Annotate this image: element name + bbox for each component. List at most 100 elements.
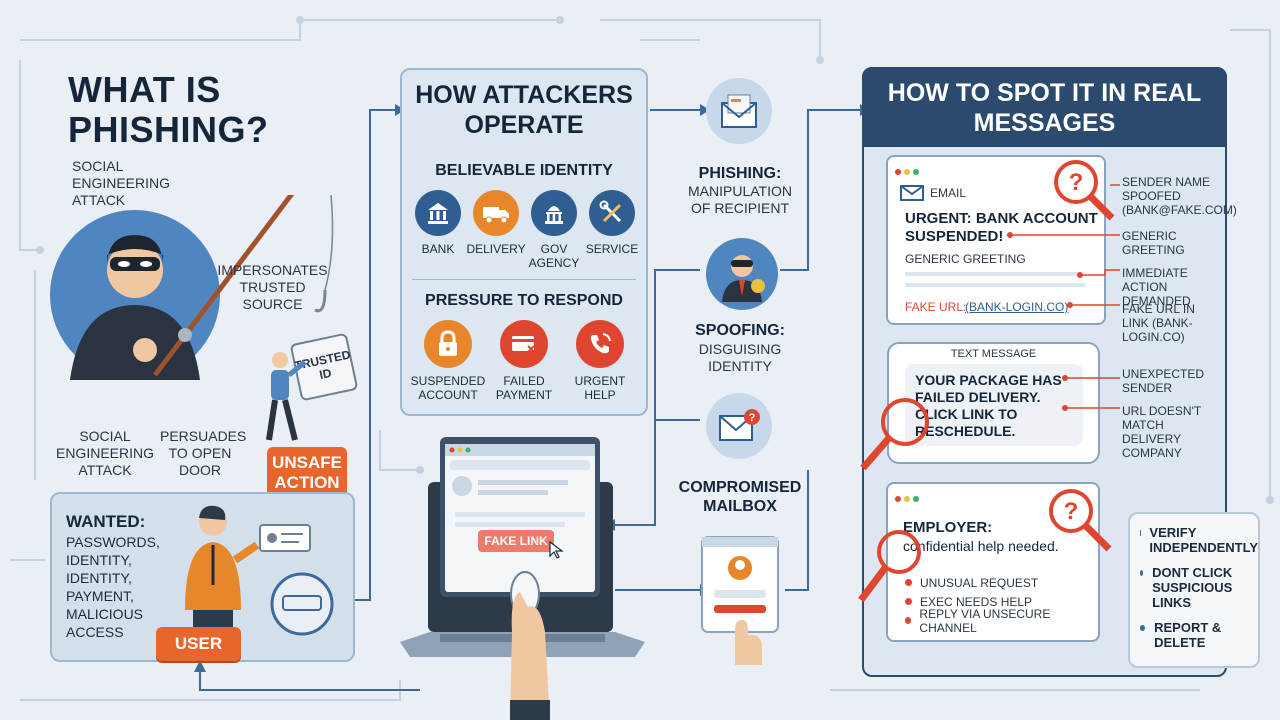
email-annotation-fake-url: FAKE URL IN LINK (BANK-LOGIN.CO)	[1122, 302, 1195, 344]
bullet-dot	[905, 598, 912, 605]
identity-delivery: DELIVERY	[466, 190, 526, 270]
tip-item: DONT CLICK SUSPICIOUS LINKS	[1140, 565, 1258, 610]
attackers-divider	[412, 279, 636, 280]
email-fake-url[interactable]: (BANK-LOGIN.CO)	[965, 300, 1069, 314]
credit-card-x-icon	[500, 320, 548, 368]
pressure-suspended: SUSPENDED ACCOUNT	[410, 320, 486, 402]
employer-text: confidential help needed.	[903, 538, 1059, 554]
bank-label: BANK	[421, 242, 455, 256]
employer-card	[886, 482, 1100, 642]
wrench-screwdriver-icon	[589, 190, 635, 236]
phone-login-illustration	[701, 536, 779, 665]
compromised-envelope-icon: ?	[706, 393, 772, 459]
compromised-label: COMPROMISED MAILBOX	[678, 479, 802, 515]
email-envelope-icon	[900, 185, 924, 201]
suspended-account-label: SUSPENDED ACCOUNT	[410, 374, 486, 402]
identity-bank: BANK	[410, 190, 466, 270]
pressure-icons-row: SUSPENDED ACCOUNT FAILED PAYMENT URGENT …	[410, 320, 636, 402]
failed-payment-label: FAILED PAYMENT	[495, 374, 553, 402]
fake-link-button[interactable]: FAKE LINK	[478, 530, 554, 552]
user-illustration	[185, 505, 334, 638]
employer-window-dots	[895, 489, 922, 507]
email-text-line-1	[905, 272, 1080, 276]
svg-text:?: ?	[749, 412, 756, 424]
bullet-dot	[905, 617, 912, 624]
wanted-title: WANTED:	[66, 512, 146, 531]
magnifier-question-icon-1: ?	[1054, 160, 1115, 221]
cursor-icon	[549, 540, 564, 559]
unsafe-action-badge: UNSAFE ACTION	[267, 447, 347, 499]
victim-figure	[266, 352, 307, 441]
phishing-desc: MANIPULATION OF RECIPIENT	[688, 183, 792, 216]
delivery-label: DELIVERY	[466, 242, 526, 256]
employer-title: EMPLOYER:	[903, 519, 993, 536]
urgent-help-label: URGENT HELP	[574, 374, 626, 402]
tips-list: VERIFY INDEPENDENTLY DONT CLICK SUSPICIO…	[1140, 525, 1258, 650]
persuades-label: PERSUADES TO OPEN DOOR	[160, 428, 247, 478]
employer-item: EXEC NEEDS HELP	[905, 592, 1095, 611]
envelope-letter-icon	[706, 78, 772, 144]
tip-label: DONT CLICK SUSPICIOUS LINKS	[1152, 565, 1233, 610]
identity-service: SERVICE	[584, 190, 640, 270]
sms-bubble	[905, 364, 1083, 446]
tip-label: REPORT & DELETE	[1154, 620, 1222, 650]
employer-item-label: EXEC NEEDS HELP	[920, 594, 1033, 609]
identity-icons-row: BANK DELIVERY GOV AGENCY SERVICE	[410, 190, 640, 270]
delivery-truck-icon	[473, 190, 519, 236]
service-label: SERVICE	[585, 242, 639, 256]
bank-icon	[415, 190, 461, 236]
email-label: EMAIL	[930, 186, 967, 200]
padlock-icon	[424, 320, 472, 368]
email-fake-url-label: FAKE URL:	[905, 300, 967, 314]
pressure-failed: FAILED PAYMENT	[488, 320, 560, 402]
svg-text:?: ?	[1064, 498, 1079, 525]
phone-ringing-icon	[576, 320, 624, 368]
social-engineering-label-top: SOCIAL ENGINEERING ATTACK	[72, 158, 171, 208]
identity-gov: GOV AGENCY	[526, 190, 582, 270]
tip-bullet	[1140, 570, 1144, 576]
social-engineering-label-bottom: SOCIAL ENGINEERING ATTACK	[55, 428, 154, 478]
spot-header	[862, 67, 1227, 147]
tips-panel	[1128, 512, 1260, 668]
magnifier-question-icon-3: ?	[1049, 489, 1112, 552]
email-annotation-sender: SENDER NAME SPOOFED (BANK@FAKE.COM)	[1122, 175, 1237, 217]
page-title: WHAT IS PHISHING?	[68, 69, 269, 150]
email-annotation-immediate: IMMEDIATE ACTION DEMANDED	[1122, 266, 1191, 308]
employer-item-label: UNUSUAL REQUEST	[920, 575, 1039, 590]
sms-annotation-url: URL DOESN'T MATCH DELIVERY COMPANY	[1122, 404, 1201, 460]
email-text-line-2	[905, 283, 1085, 287]
employer-item: UNUSUAL REQUEST	[905, 573, 1095, 592]
wanted-items: PASSWORDS, IDENTITY, IDENTITY, PAYMENT, …	[66, 534, 160, 640]
impersonates-label: IMPERSONATES TRUSTED SOURCE	[217, 262, 328, 312]
spoofing-desc: DISGUISING IDENTITY	[698, 341, 782, 374]
sms-label: TEXT MESSAGE	[950, 348, 1037, 360]
pressure-title: PRESSURE TO RESPOND	[425, 292, 623, 309]
email-annotation-lines	[1007, 184, 1120, 308]
pressure-urgent: URGENT HELP	[564, 320, 636, 402]
spoofer-avatar-icon	[706, 238, 778, 310]
hacker-fishing-illustration	[50, 195, 334, 380]
email-annotation-greeting: GENERIC GREETING	[1122, 229, 1185, 257]
attackers-title: HOW ATTACKERS OPERATE	[415, 81, 633, 139]
gov-agency-label: GOV AGENCY	[528, 242, 580, 270]
tip-item: VERIFY INDEPENDENTLY	[1140, 525, 1258, 555]
government-building-icon	[531, 190, 577, 236]
employer-list: UNUSUAL REQUEST EXEC NEEDS HELP REPLY VI…	[905, 573, 1095, 635]
user-badge: USER	[156, 627, 241, 661]
email-window-dots	[895, 162, 922, 180]
bullet-dot	[905, 579, 912, 586]
spoofing-label: SPOOFING:	[695, 322, 785, 339]
employer-item: REPLY VIA UNSECURE CHANNEL	[905, 607, 1095, 635]
tip-item: REPORT & DELETE	[1140, 620, 1258, 650]
spot-title: HOW TO SPOT IT IN REAL MESSAGES	[887, 79, 1202, 137]
tip-bullet	[1140, 625, 1146, 631]
svg-text:?: ?	[1069, 169, 1084, 196]
magnifier-icon-2	[860, 398, 929, 471]
email-subject: URGENT: BANK ACCOUNT SUSPENDED!	[905, 210, 1098, 245]
email-greeting: GENERIC GREETING	[905, 252, 1026, 266]
sms-text: YOUR PACKAGE HAS FAILED DELIVERY. CLICK …	[915, 372, 1062, 439]
sms-annotation-lines	[1062, 375, 1120, 411]
laptop-illustration	[400, 437, 645, 720]
phishing-label: PHISHING:	[698, 165, 782, 182]
